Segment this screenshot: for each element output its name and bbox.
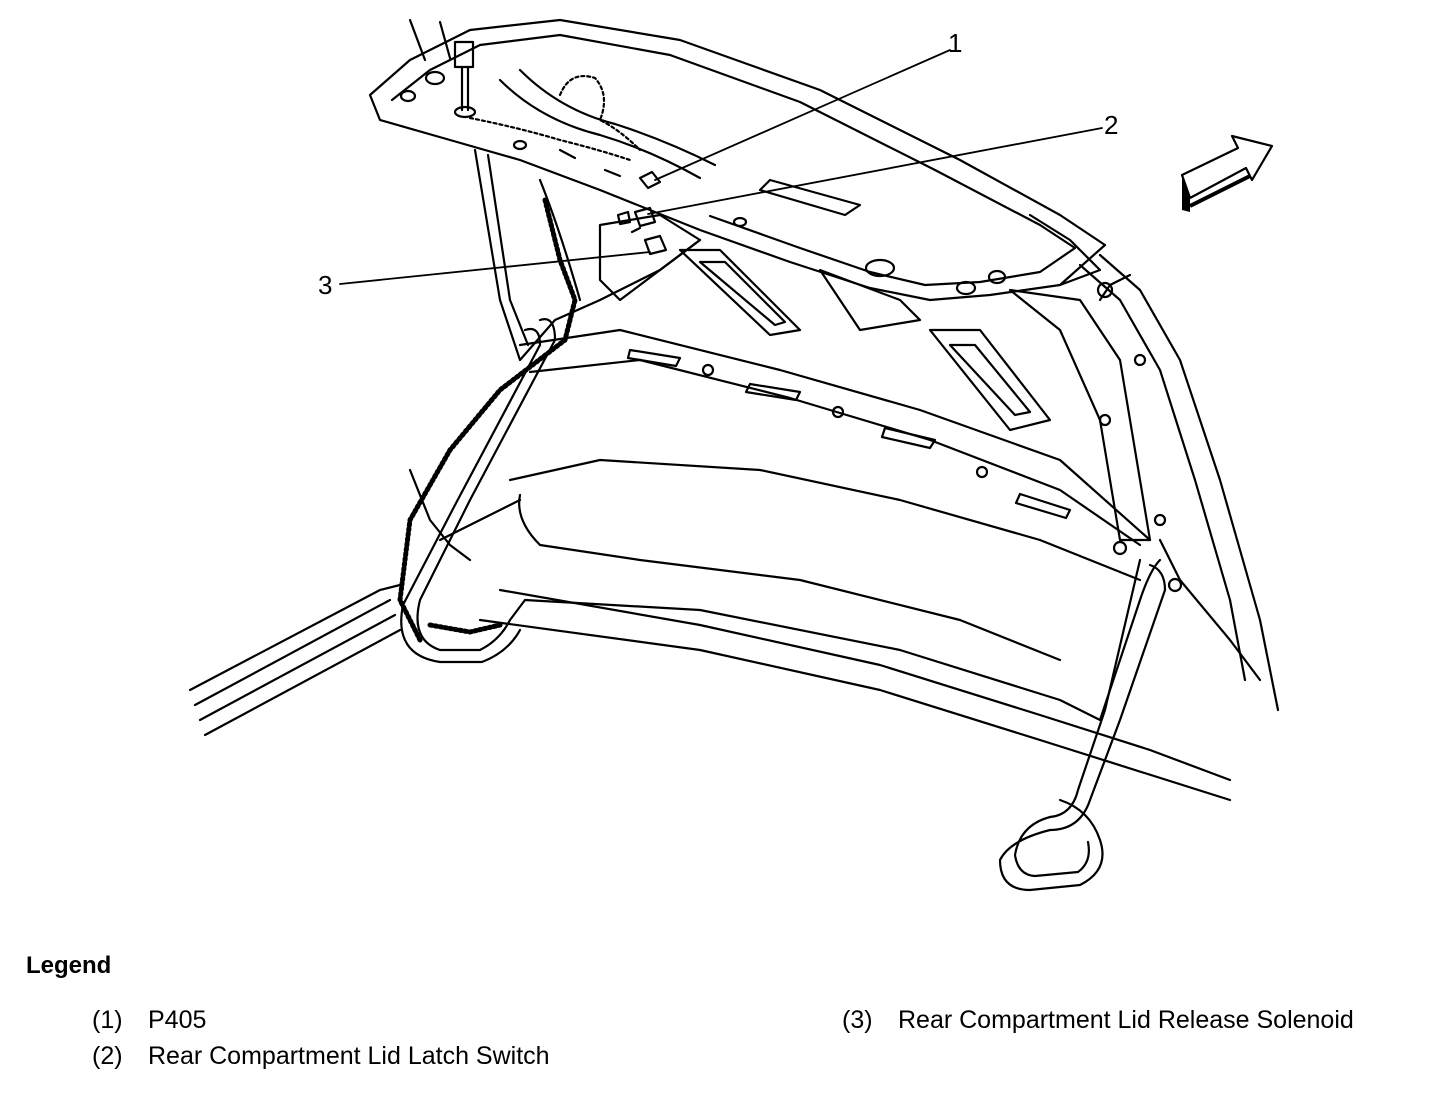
legend-item-label: Rear Compartment Lid Release Solenoid [898,1006,1354,1034]
leader-line-3 [339,251,651,285]
upper-wire-harness [468,74,642,162]
legend-item: (1) P405 [92,1006,206,1035]
rear-compartment-lid-illustration: 1 2 3 [188,18,1280,892]
forward-arrow-icon [1180,134,1274,212]
callout-2: 2 [1104,110,1118,140]
legend-item: (3) Rear Compartment Lid Release Solenoid [842,1006,1354,1035]
connector-components [616,170,668,256]
legend-title: Legend [26,952,112,979]
legend-item: (2) Rear Compartment Lid Latch Switch [92,1042,550,1071]
leader-line-1 [654,49,951,181]
lid-upper-panel [368,18,1107,302]
lid-inner-frame [473,148,1152,556]
lid-rear-edge [1078,253,1280,712]
side-wire-harness [397,197,578,643]
legend-item-label: P405 [148,1006,207,1034]
callout-3: 3 [318,270,332,300]
legend-item-label: Rear Compartment Lid Latch Switch [148,1042,550,1070]
legend-item-number: (3) [842,1006,873,1034]
legend-item-number: (1) [92,1006,123,1034]
weatherstrip-seal [400,318,1167,892]
callout-1: 1 [948,28,962,58]
lid-hinge-strut [453,40,477,119]
legend-item-number: (2) [92,1042,123,1070]
leader-line-2 [647,127,1103,215]
trunk-opening [188,458,1232,802]
